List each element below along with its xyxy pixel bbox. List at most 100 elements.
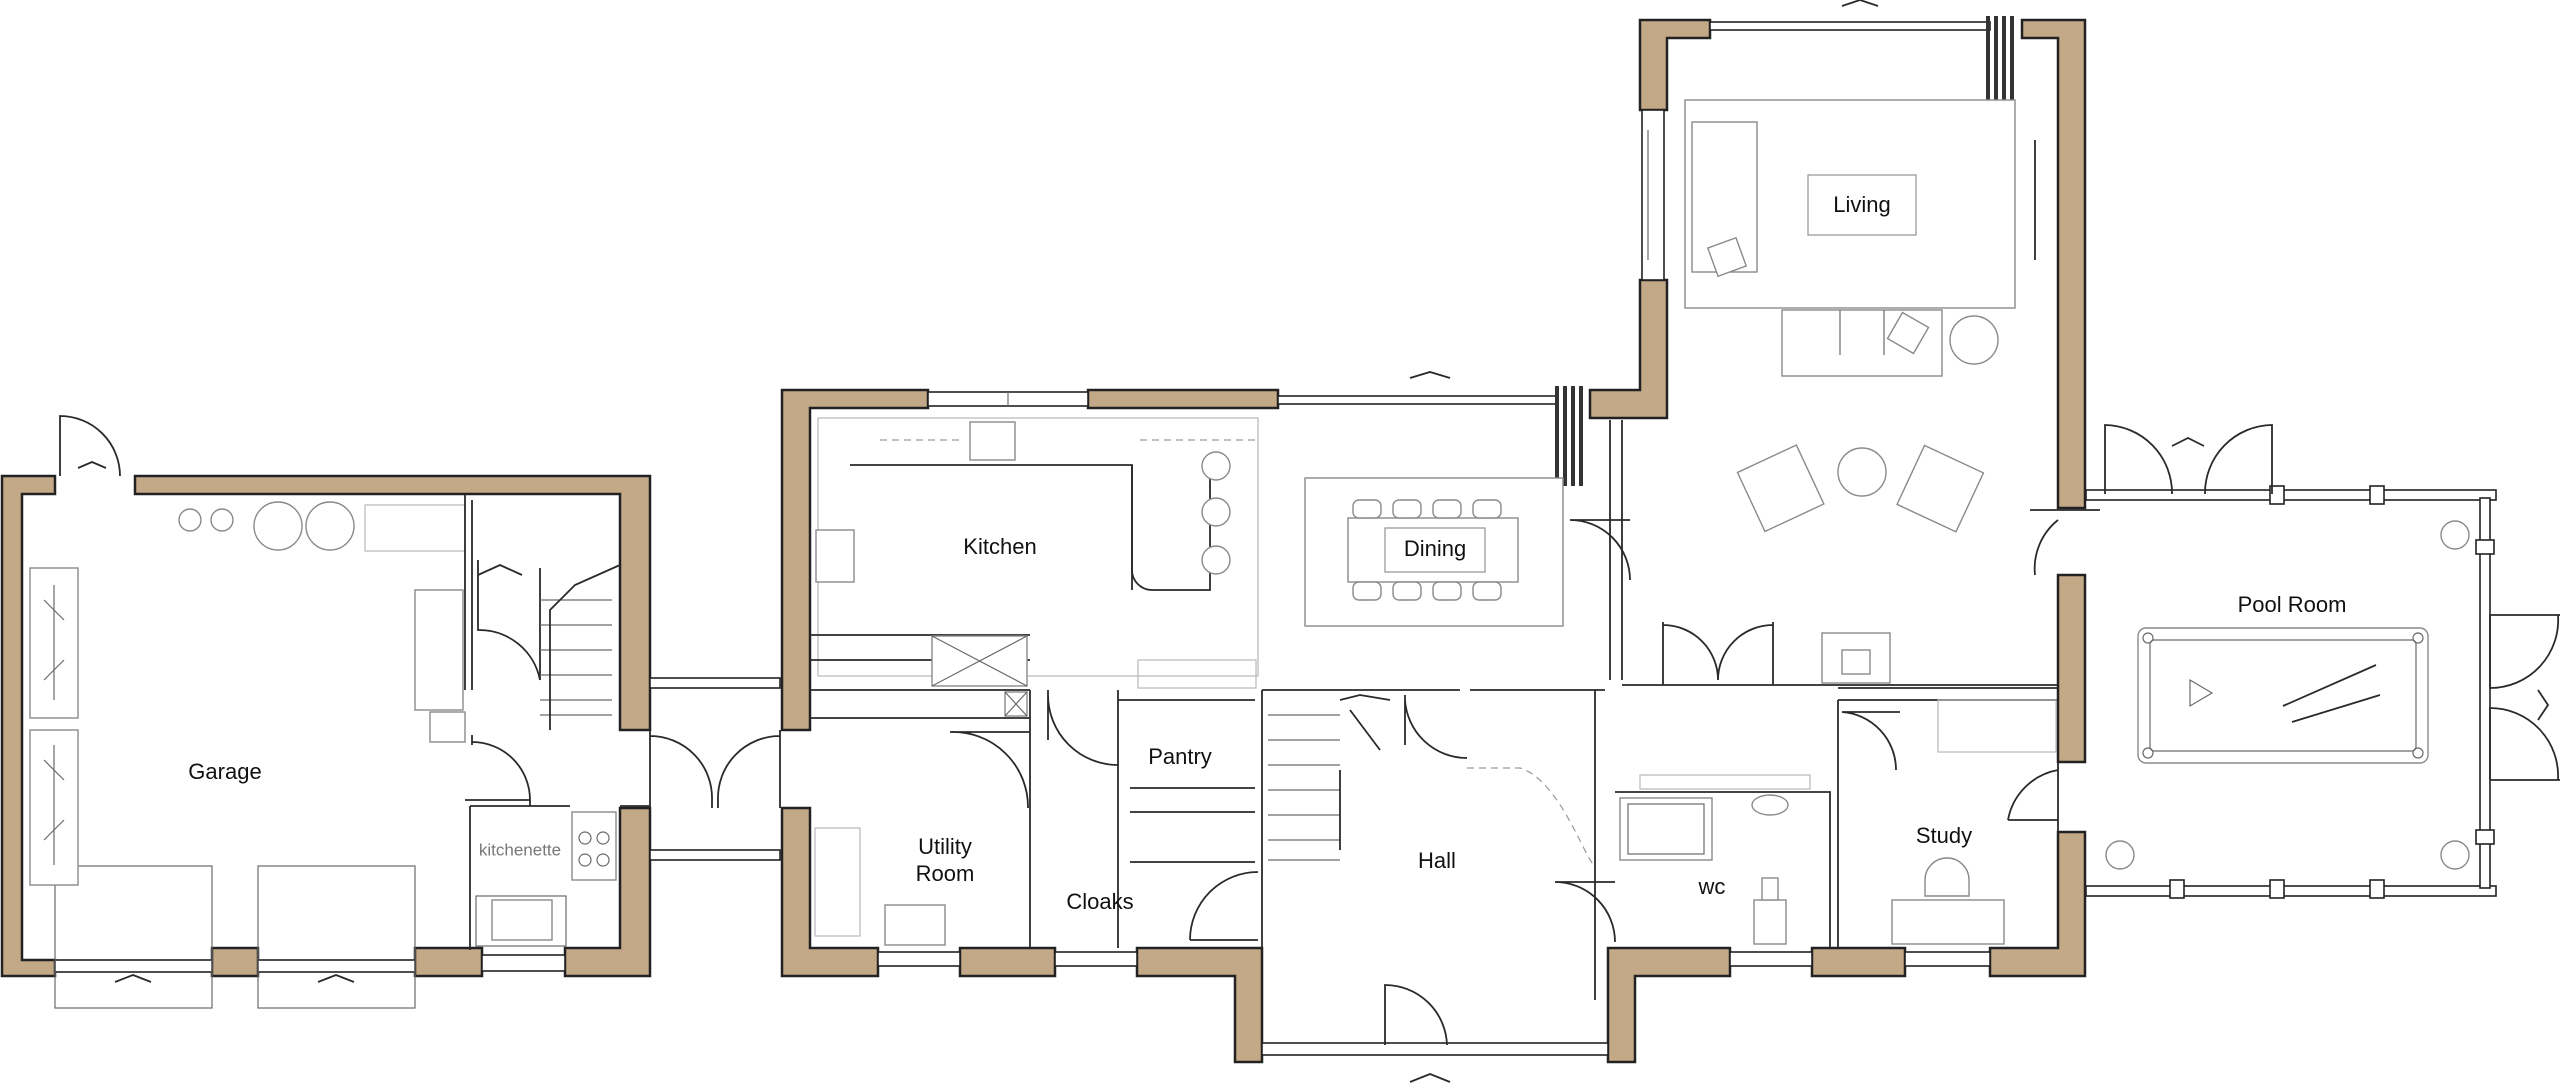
study: Study (1837, 687, 2059, 948)
living-label-box (1807, 174, 1917, 236)
hall-left-door (1189, 871, 1259, 941)
wc-basin (1751, 794, 1789, 816)
bar-stool-2 (1201, 497, 1231, 527)
utility-wall-bottom (958, 946, 1057, 978)
stacked-panels-living (1986, 16, 2014, 116)
bike-2 (43, 745, 65, 865)
poolroom-stool-1 (2440, 520, 2470, 550)
garage-door-1 (54, 959, 213, 973)
study-window (1904, 951, 1991, 967)
garage-partition (464, 494, 473, 690)
poolroom-wall-left (2056, 573, 2087, 764)
utility-wall-left (780, 806, 880, 978)
utility-door (949, 731, 1030, 809)
stair-arrow (477, 564, 523, 576)
study-desk (1891, 899, 2005, 945)
utility-sink (884, 904, 946, 946)
dining-arrow (1409, 371, 1451, 379)
garage-side-door-arrow (77, 461, 107, 469)
kitchen: Kitchen (810, 417, 1259, 687)
hall-dashed-rug (1467, 767, 1596, 867)
dining-door (1569, 519, 1631, 581)
kitchen-island (1131, 465, 1211, 591)
bin-4 (305, 501, 355, 551)
poolroom-bottom-glazing (2085, 885, 2497, 897)
room-label-kitchenette: kitchenette (479, 840, 561, 859)
link-door-left (649, 730, 713, 808)
study-door (1841, 711, 1900, 771)
garage-stair-rail (549, 564, 621, 730)
poolroom-stool-3 (2105, 840, 2135, 870)
stacked-panels-dining (1555, 386, 1583, 486)
bar-stool-1 (1201, 451, 1231, 481)
study-poolroom-door (2007, 762, 2059, 832)
kitchenette-hob (571, 811, 617, 881)
bin-1 (178, 508, 202, 532)
armchair-2 (1896, 444, 1985, 533)
hall-right-wall (1470, 689, 1605, 1000)
living: Living (1609, 99, 2100, 686)
cushion (1706, 236, 1748, 278)
garage-side-door (59, 415, 121, 477)
room-label-wc: wc (1698, 874, 1726, 899)
living-wall-left-lower (1588, 278, 1669, 420)
living-wall-right (2020, 18, 2087, 510)
study-chair (1924, 857, 1970, 897)
utility-window (877, 951, 961, 967)
kitchen-wall-left (780, 388, 930, 732)
room-label-dining: Dining (1404, 536, 1466, 561)
living-wall-left (1638, 18, 1712, 112)
living-partition (1609, 420, 1623, 680)
utility-cabinets (814, 827, 861, 937)
garage-block: kitchenette Garage (0, 415, 652, 1009)
living-sliding-door (1709, 21, 1991, 31)
living-door (2030, 509, 2100, 576)
poolroom-top-glazing (2085, 489, 2497, 501)
wc-window (1729, 951, 1813, 967)
garage-wall-bottom-mid (210, 946, 260, 978)
living-double-door (1662, 622, 1774, 685)
study-shelving (1937, 699, 2057, 753)
cushion-2 (1886, 311, 1930, 355)
hall-wall (1261, 689, 1460, 948)
garage-door-overhead-2 (257, 865, 416, 1009)
poolroom-right-glazing (2479, 497, 2491, 889)
cloaks-window (1054, 951, 1138, 967)
living-arrow (1841, 0, 1879, 7)
bin-3 (253, 501, 303, 551)
garage-inner-door (471, 735, 531, 806)
dining: Dining (1304, 477, 1631, 627)
kitchen-sink (969, 421, 1016, 461)
garage-door-arrow-1 (114, 974, 152, 983)
pantry-shelf (1137, 659, 1257, 689)
kitchen-hob (815, 529, 855, 583)
coffee-table (1837, 447, 1887, 497)
kitchen-wall-top-right (1086, 388, 1280, 410)
poolroom-french-doors (2104, 424, 2273, 495)
hall-stairs (1268, 714, 1340, 861)
poolroom-side-doors (2489, 614, 2560, 781)
utility-area: Utility Room Pantry Cloaks (810, 659, 1259, 948)
kitchen-counter (810, 464, 1133, 661)
wc-toilet (1753, 899, 1787, 945)
garage-shelf (364, 504, 466, 552)
dining-sliding-door (1277, 395, 1559, 405)
room-label-utility: Utility (918, 834, 972, 859)
room-label-pool-room: Pool Room (2238, 592, 2347, 617)
garage-wall-bottom-right (413, 946, 484, 978)
hall-stair-rail (1339, 694, 1391, 850)
garage-unit (429, 711, 466, 743)
link-corridor (649, 677, 781, 861)
bike-1 (43, 585, 65, 700)
room-label-pantry: Pantry (1148, 744, 1212, 769)
pool-cues (2282, 664, 2381, 723)
kitchenette-sink (491, 899, 553, 941)
hall-wall-right (1606, 946, 1732, 1064)
room-label-cloaks: Cloaks (1066, 889, 1133, 914)
garage-stairs (540, 599, 612, 716)
garage-door-2 (257, 959, 416, 973)
wc-shelf (1639, 774, 1811, 790)
room-label-study: Study (1916, 823, 1972, 848)
kitchen-units (817, 417, 1259, 677)
